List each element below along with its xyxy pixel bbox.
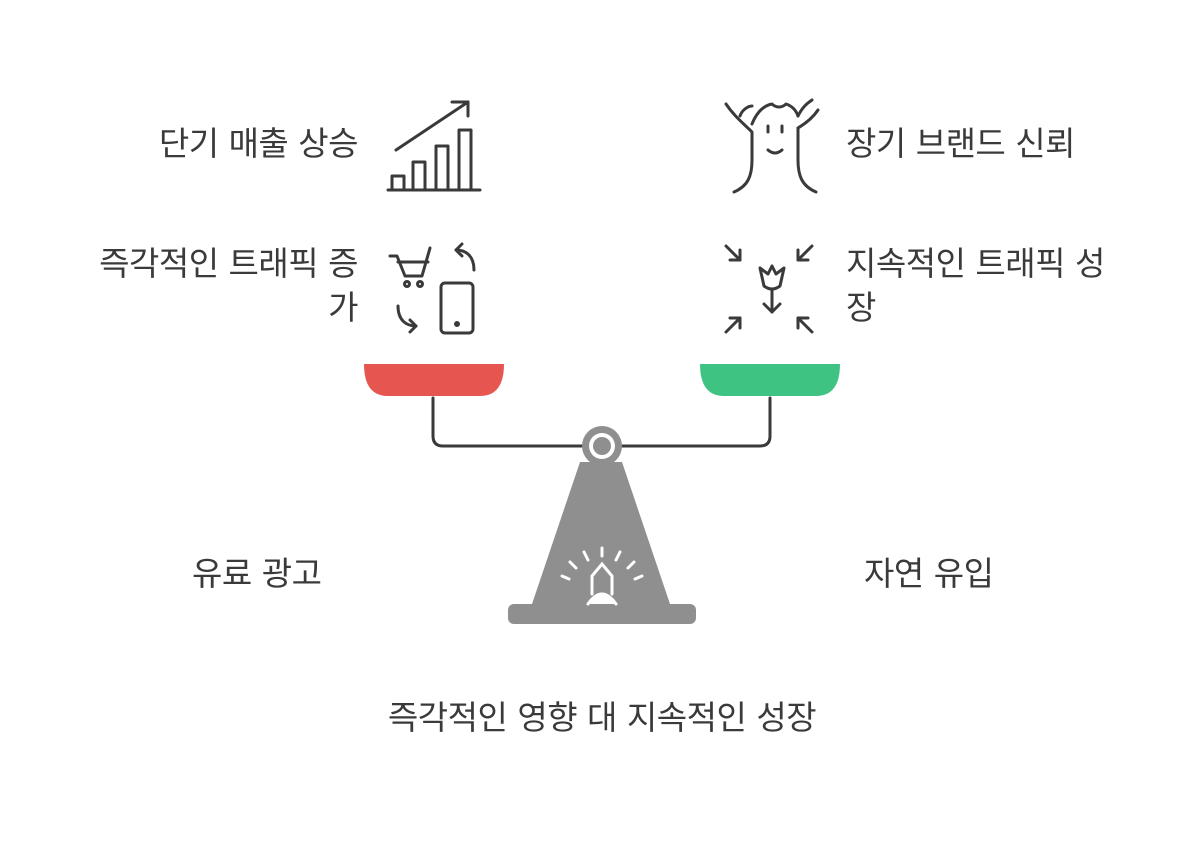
right-item-sustained-traffic-line1: 지속적인 트래픽 성 xyxy=(846,244,1105,283)
cart-and-phone-icon xyxy=(388,242,476,335)
left-item-immediate-traffic: 즉각적인 트래픽 증 가 xyxy=(40,242,358,330)
balance-indicator-icon xyxy=(560,546,644,606)
scale-base xyxy=(508,604,696,624)
right-side-label: 자연 유입 xyxy=(864,554,994,593)
left-item-immediate-traffic-line1: 즉각적인 트래픽 증 xyxy=(99,244,358,283)
right-item-sustained-traffic-line2: 장 xyxy=(846,288,876,327)
scale-beam xyxy=(431,396,772,448)
diagram-title: 즉각적인 영향 대 지속적인 성장 xyxy=(387,698,817,737)
left-pan xyxy=(364,364,504,396)
tree-icon xyxy=(724,98,820,194)
right-pan xyxy=(700,364,840,396)
flower-growth-icon xyxy=(724,244,814,334)
left-side-label: 유료 광고 xyxy=(192,554,322,593)
left-item-immediate-traffic-line2: 가 xyxy=(328,288,358,327)
right-item-sustained-traffic: 지속적인 트래픽 성 장 xyxy=(846,242,1166,330)
right-item-long-term-trust: 장기 브랜드 신뢰 xyxy=(846,124,1076,163)
scale-stand xyxy=(532,462,670,604)
left-item-short-term-sales: 단기 매출 상승 xyxy=(158,124,359,163)
rising-bar-chart-icon xyxy=(386,100,482,192)
